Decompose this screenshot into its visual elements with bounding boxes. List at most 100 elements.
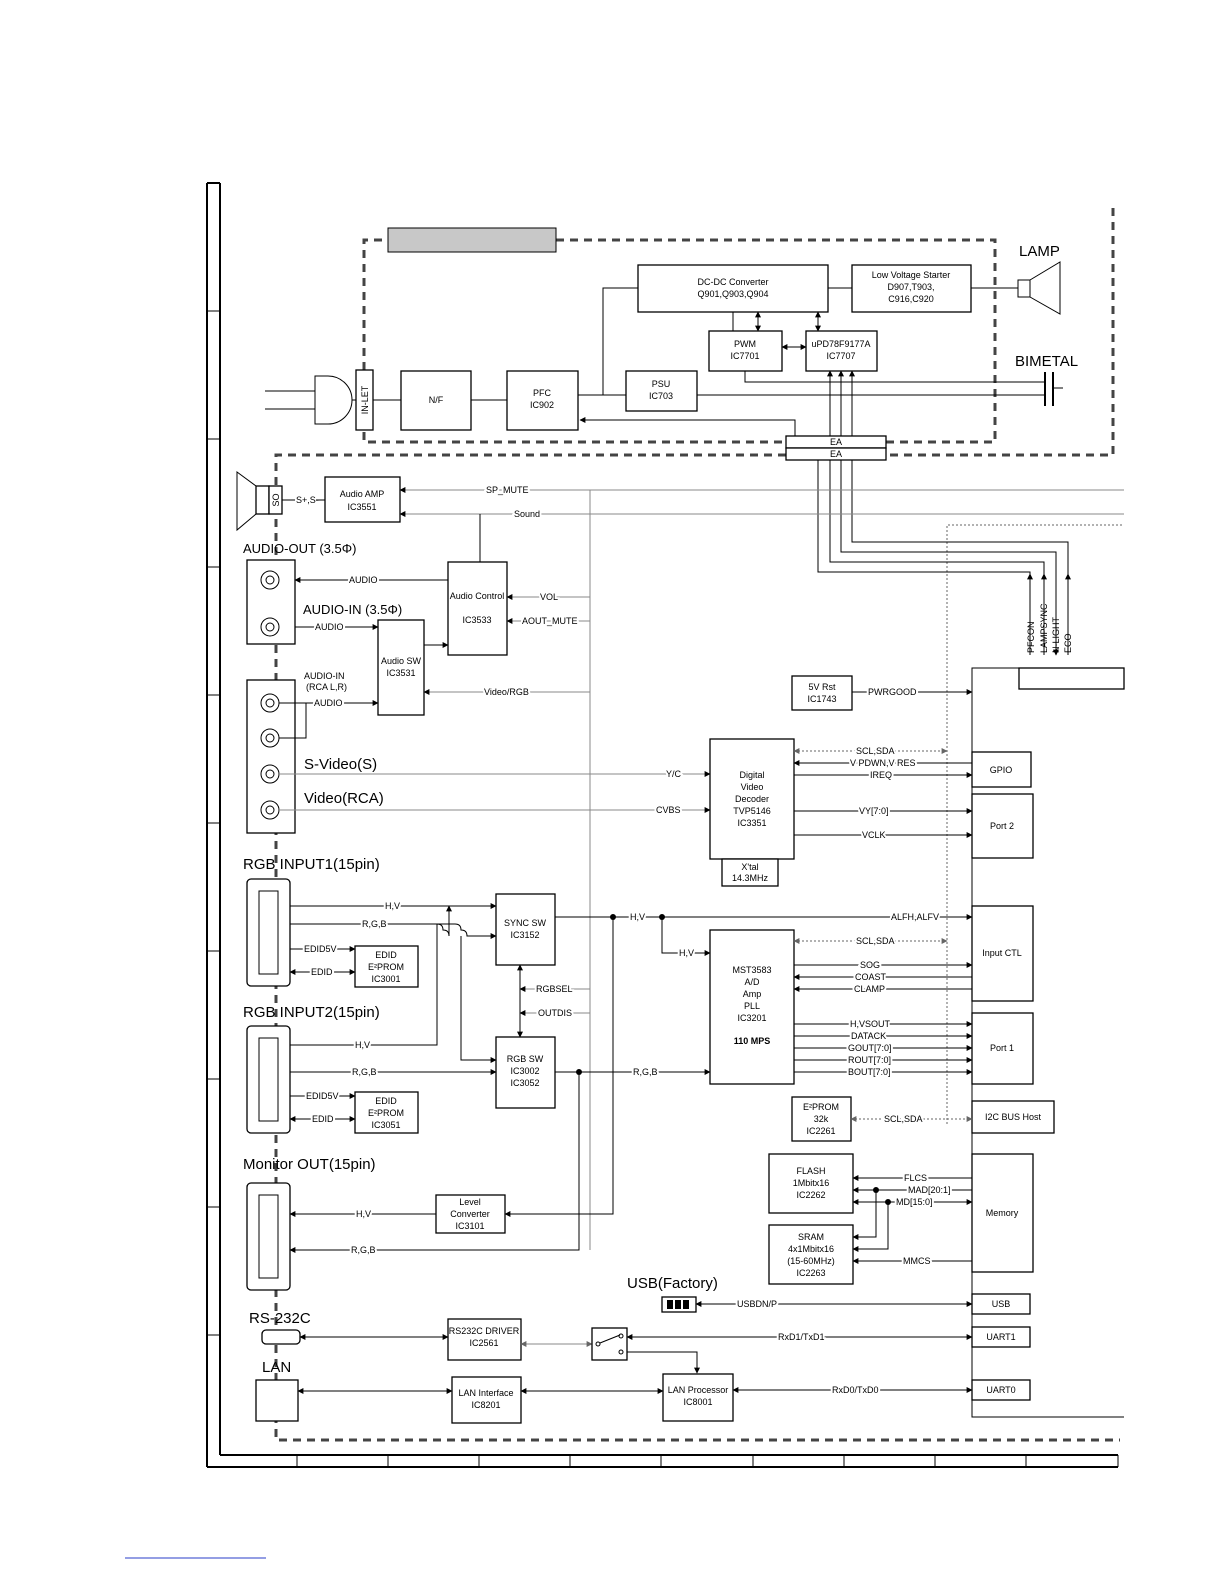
mst-l2: A/D xyxy=(744,977,760,987)
sig-edid-2: EDID xyxy=(312,1114,334,1124)
sig-rgb-1: R,G,B xyxy=(362,919,387,929)
dvd-block xyxy=(709,738,795,860)
audio-out-jack xyxy=(246,559,296,645)
av-input-jacks xyxy=(246,679,296,834)
uart0-label: UART0 xyxy=(986,1385,1015,1395)
rs232c-connector xyxy=(261,1329,301,1345)
flash-block xyxy=(768,1153,854,1214)
pwm-ic: IC7701 xyxy=(730,351,759,361)
edid2-l3: IC3051 xyxy=(371,1120,400,1130)
audiosw-ic: IC3531 xyxy=(386,668,415,678)
section-borders xyxy=(274,208,1122,1442)
dcdc-parts: Q901,Q903,Q904 xyxy=(697,289,768,299)
sig-edid-1: EDID xyxy=(311,967,333,977)
spk-label: S+,S- xyxy=(296,495,319,505)
syncsw-ic: IC3152 xyxy=(510,930,539,940)
sig-hv-sync: H,V xyxy=(630,912,645,922)
rgb2-connector xyxy=(246,1025,291,1134)
xtal-block xyxy=(721,858,779,887)
upd-ic: IC7707 xyxy=(826,351,855,361)
rst5v-block xyxy=(791,675,853,711)
gpio-label: GPIO xyxy=(990,765,1013,775)
mst-l6: 110 MPS xyxy=(734,1036,771,1046)
audio-in-rca-heading-2: (RCA L,R) xyxy=(306,682,347,692)
sig-sog: SOG xyxy=(860,960,880,970)
pwm-label: PWM xyxy=(734,339,756,349)
ea-label-1: EA xyxy=(830,437,842,447)
rs232c-heading: RS-232C xyxy=(249,1310,311,1327)
flash-l1: FLASH xyxy=(796,1166,825,1176)
lanproc-block xyxy=(662,1373,734,1422)
title-bar xyxy=(387,227,557,253)
dvd-l3: Decoder xyxy=(735,794,769,804)
sig-hv-1: H,V xyxy=(385,901,400,911)
nf-label: N/F xyxy=(429,395,444,405)
inputctl-label: Input CTL xyxy=(982,948,1022,958)
sig-coast: COAST xyxy=(855,972,887,982)
rgbsw-l1: RGB SW xyxy=(507,1054,544,1064)
nf-block xyxy=(400,370,472,431)
pfc-block xyxy=(506,370,579,431)
sig-usbdn: USBDN/P xyxy=(737,1299,777,1309)
sig-cvbs: CVBS xyxy=(656,805,681,815)
sig-sclsda-2: SCL,SDA xyxy=(856,936,895,946)
eeprom32k-l3: IC2261 xyxy=(806,1126,835,1136)
lanif-ic: IC8201 xyxy=(471,1400,500,1410)
port1-label: Port 1 xyxy=(990,1043,1014,1053)
sig-md: MD[15:0] xyxy=(896,1197,933,1207)
sig-lampsync: LAMPSYNC xyxy=(1039,603,1049,653)
audio-in-heading: AUDIO-IN (3.5Φ) xyxy=(303,602,402,617)
dvd-l1: Digital xyxy=(739,770,764,780)
gpio-port xyxy=(971,751,1032,788)
sig-edid5v-1: EDID5V xyxy=(304,944,337,954)
usb-factory-heading: USB(Factory) xyxy=(627,1275,718,1292)
sig-datack: DATACK xyxy=(851,1031,886,1041)
bimetal-icon xyxy=(1044,372,1063,406)
memory-port xyxy=(971,1153,1034,1273)
usb-connector-icon xyxy=(661,1296,697,1313)
pfc-label: PFC xyxy=(533,388,552,398)
sig-gout: GOUT[7:0] xyxy=(848,1043,892,1053)
usb-label: USB xyxy=(992,1299,1011,1309)
ea-label-2: EA xyxy=(830,449,842,459)
bimetal-label: BIMETAL xyxy=(1015,353,1078,370)
audiosw-label: Audio SW xyxy=(381,656,422,666)
sig-vol: VOL xyxy=(540,592,558,602)
audioamp-block xyxy=(324,476,401,523)
edid2-block xyxy=(354,1091,419,1134)
sig-sclsda-3: SCL,SDA xyxy=(884,1114,923,1124)
sig-mmcs: MMCS xyxy=(903,1256,931,1266)
xtal-l1: X'tal xyxy=(741,862,758,872)
sig-aout-mute: AOUT_MUTE xyxy=(522,616,578,626)
sig-rgbsel: RGBSEL xyxy=(536,984,573,994)
sig-vy: VY[7:0] xyxy=(859,806,889,816)
upd-label: uPD78F9177A xyxy=(811,339,870,349)
sram-l4: IC2263 xyxy=(796,1268,825,1278)
edid2-l1: EDID xyxy=(375,1096,397,1106)
i2c-label: I2C BUS Host xyxy=(985,1112,1042,1122)
sig-edid5v-2: EDID5V xyxy=(306,1091,339,1101)
sig-rgb-mon: R,G,B xyxy=(351,1245,376,1255)
rs232drv-block xyxy=(447,1318,522,1361)
sig-ireq: IREQ xyxy=(870,770,892,780)
monitor-connector xyxy=(246,1182,291,1291)
controller-top-tab xyxy=(1018,667,1125,690)
lamp-icon xyxy=(1017,261,1061,315)
lamp-label: LAMP xyxy=(1019,243,1060,260)
sig-outdis: OUTDIS xyxy=(538,1008,572,1018)
sram-l2: 4x1Mbitx16 xyxy=(788,1244,834,1254)
lanproc-label: LAN Processor xyxy=(668,1385,729,1395)
lanproc-ic: IC8001 xyxy=(683,1397,712,1407)
psu-label: PSU xyxy=(652,379,671,389)
sig-hv-mon: H,V xyxy=(356,1209,371,1219)
xtal-l2: 14.3MHz xyxy=(732,873,769,883)
lvs-block xyxy=(851,264,972,313)
audio-in-rca-heading-1: AUDIO-IN xyxy=(304,671,345,681)
sig-rgb-mst: R,G,B xyxy=(633,1067,658,1077)
psu-ic: IC703 xyxy=(649,391,673,401)
dcdc-label: DC-DC Converter xyxy=(697,277,768,287)
sig-rout: ROUT[7:0] xyxy=(848,1055,891,1065)
rs232drv-label: RS232C DRIVER xyxy=(449,1326,520,1336)
sig-vpdwn: V PDWN,V RES xyxy=(850,758,916,768)
